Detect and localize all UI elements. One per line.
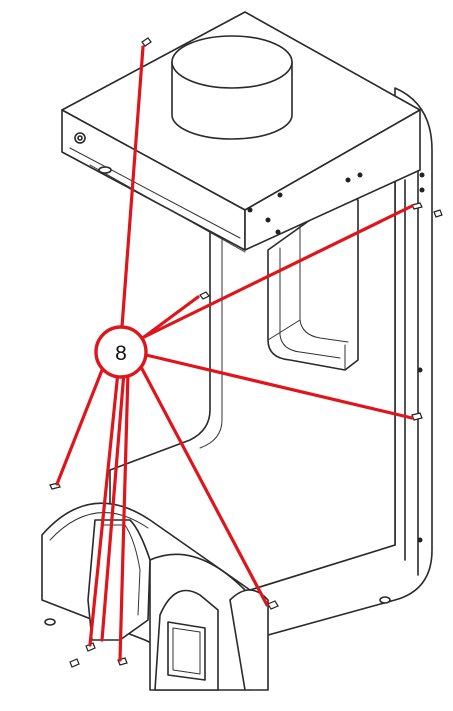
callout-8: 8 <box>94 325 148 379</box>
screw-top <box>141 37 152 47</box>
screw-right-lower <box>411 412 423 421</box>
screw-right-upper <box>411 202 423 210</box>
callout-circle <box>94 325 148 379</box>
callout-label: 8 <box>115 342 127 365</box>
screw-lower-right <box>267 600 279 610</box>
display-screen <box>167 621 206 681</box>
leader-bottom-left-screw <box>88 370 120 647</box>
top-cylinder <box>171 35 293 140</box>
leader-right-lower-screw <box>144 353 414 420</box>
screw-back <box>199 291 210 300</box>
callout-leaders <box>55 45 414 662</box>
leader-right-upper-screw <box>140 204 414 340</box>
mounting-holes <box>247 172 425 543</box>
leader-top-screw <box>119 45 145 342</box>
leader-lower-right-screw <box>138 363 269 607</box>
leader-left-screw <box>55 358 108 486</box>
leader-bottom-center-screw <box>118 370 130 662</box>
screws <box>49 37 443 668</box>
